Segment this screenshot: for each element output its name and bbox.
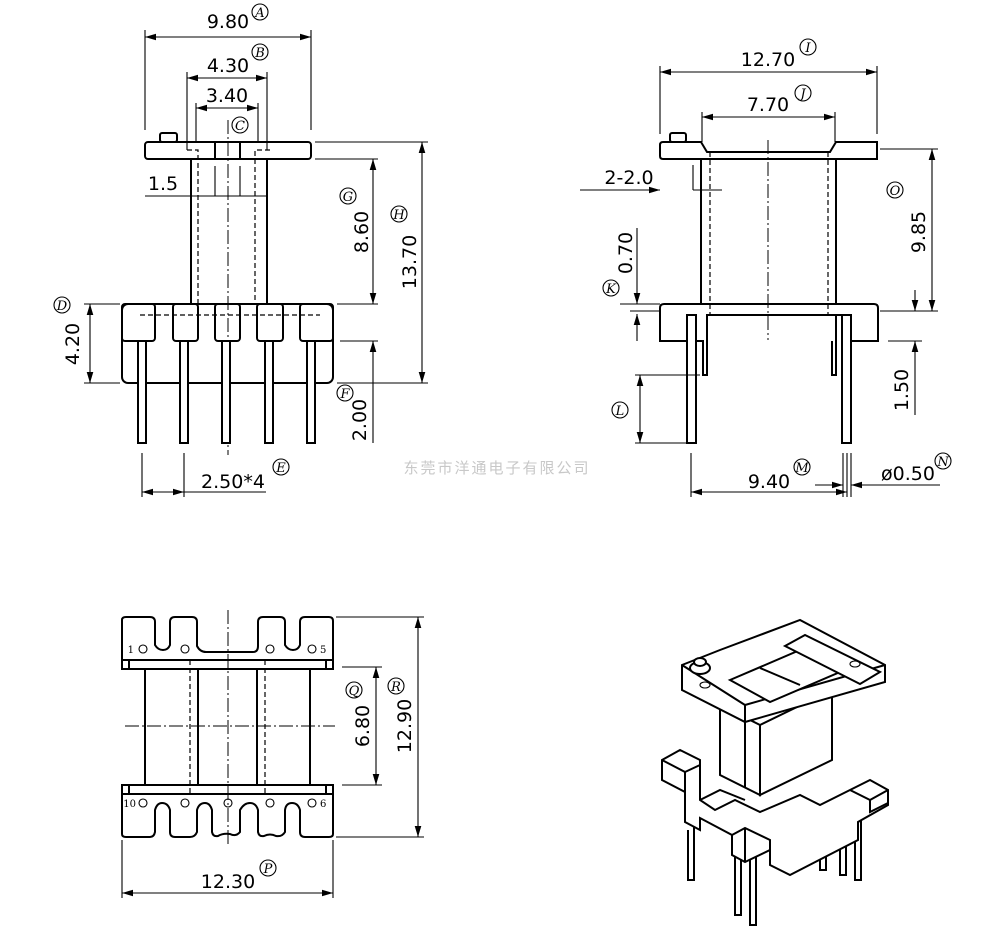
label-D: D [56,299,68,314]
dim-R-value: 12.90 [394,699,416,753]
pin-6-label: 6 [320,799,326,810]
dim-J-value: 7.70 [747,94,789,116]
top-view: 1 5 10 6 12.30 P 6.80 Q 12.90 R [121,610,424,898]
dim-M-value: 9.40 [748,471,790,493]
dim-O-value: 9.85 [908,211,930,253]
dim-D-value: 4.20 [62,323,84,365]
label-Q: Q [349,684,360,699]
label-J: J [797,87,806,102]
dim-I-value: 12.70 [741,49,795,71]
dim-P-value: 12.30 [201,871,255,893]
label-B: B [254,46,265,61]
label-G: G [343,190,353,205]
dim-N-value: ø0.50 [881,463,935,485]
dim-E-value: 2.50*4 [201,471,265,493]
dim-K-value: 0.70 [615,232,637,274]
pin-holes [138,644,317,808]
label-E: E [275,461,286,476]
label-I: I [804,41,811,56]
pin-5-label: 5 [320,645,326,656]
pins [137,340,316,444]
side-view: 12.70 I 7.70 J 2-2.0 9.85 O 0.70 K 1.50 … [580,38,952,497]
label-F: F [339,387,350,402]
dim-slot-value: 1.5 [148,173,178,195]
label-K: K [605,282,617,297]
label-N: N [936,455,949,470]
label-M: M [794,461,809,476]
dim-C-value: 3.40 [206,85,248,107]
pin-1-label: 1 [128,645,134,656]
label-A: A [254,6,264,21]
isometric-view [661,618,889,926]
dim-chamfer-value: 2-2.0 [604,167,653,189]
dim-A-value: 9.80 [207,11,249,33]
pin-10-label: 10 [123,799,136,810]
dim-F-value: 2.00 [349,399,371,441]
label-C: C [235,119,245,134]
label-O: O [890,184,901,199]
dim-H-value: 13.70 [399,235,421,289]
dim-base-value: 1.50 [891,369,913,411]
dim-Q-value: 6.80 [352,705,374,747]
label-L: L [615,404,625,419]
dim-G-value: 8.60 [351,211,373,253]
label-H: H [392,208,405,223]
company-watermark: 东莞市洋通电子有限公司 [403,459,590,477]
dim-B-value: 4.30 [207,55,249,77]
label-R: R [390,680,401,695]
label-P: P [263,862,273,877]
front-view: 9.80 A 4.30 B 3.40 C 1.5 8.60 G 13.70 H … [53,3,428,497]
